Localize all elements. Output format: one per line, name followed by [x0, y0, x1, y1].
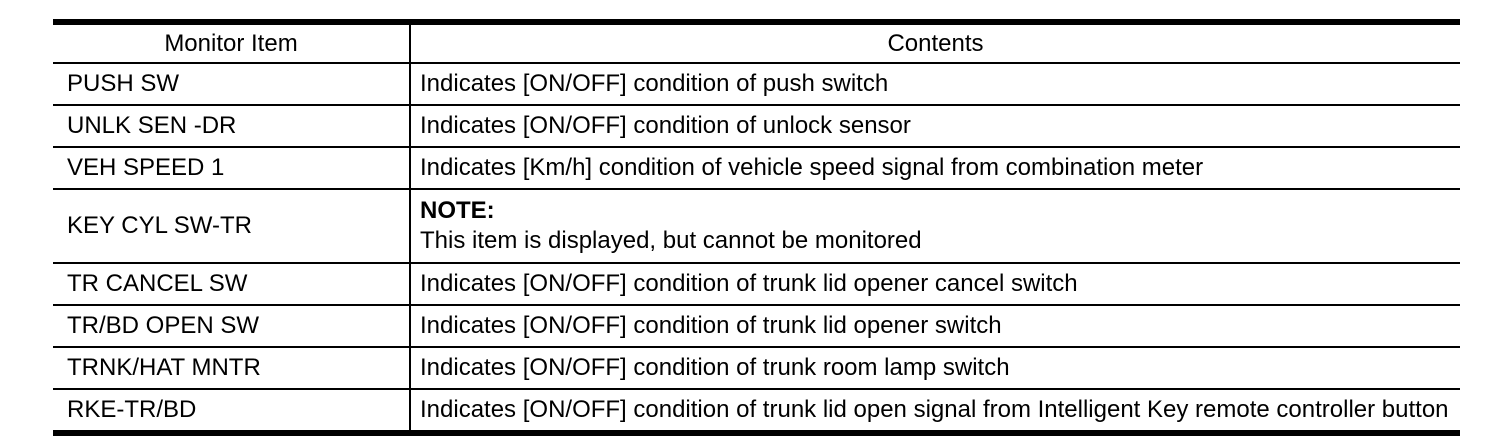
table-row: TRNK/HAT MNTR Indicates [ON/OFF] conditi…	[53, 347, 1460, 390]
table-row: UNLK SEN -DR Indicates [ON/OFF] conditio…	[53, 105, 1460, 148]
contents-cell: Indicates [ON/OFF] condition of trunk li…	[410, 305, 1460, 348]
table-row-note: KEY CYL SW-TR NOTE: This item is display…	[53, 189, 1460, 264]
monitor-item-cell: TRNK/HAT MNTR	[53, 347, 411, 390]
monitor-item-cell: TR CANCEL SW	[53, 263, 411, 306]
contents-cell-note: NOTE: This item is displayed, but cannot…	[410, 189, 1460, 264]
contents-cell: Indicates [Km/h] condition of vehicle sp…	[410, 147, 1460, 190]
column-header-contents: Contents	[410, 22, 1460, 64]
contents-cell: Indicates [ON/OFF] condition of trunk ro…	[410, 347, 1460, 390]
column-header-monitor-item: Monitor Item	[53, 22, 411, 64]
monitor-item-cell: UNLK SEN -DR	[53, 105, 411, 148]
contents-cell: Indicates [ON/OFF] condition of trunk li…	[410, 389, 1460, 434]
monitor-item-cell: TR/BD OPEN SW	[53, 305, 411, 348]
monitor-item-table: Monitor Item Contents PUSH SW Indicates …	[53, 19, 1460, 436]
monitor-item-cell: RKE-TR/BD	[53, 389, 411, 434]
monitor-item-cell: VEH SPEED 1	[53, 147, 411, 190]
monitor-item-cell: KEY CYL SW-TR	[53, 189, 411, 264]
table-header-row: Monitor Item Contents	[53, 22, 1460, 64]
monitor-item-cell: PUSH SW	[53, 63, 411, 106]
contents-cell: Indicates [ON/OFF] condition of unlock s…	[410, 105, 1460, 148]
table-row: TR CANCEL SW Indicates [ON/OFF] conditio…	[53, 263, 1460, 306]
contents-cell: Indicates [ON/OFF] condition of trunk li…	[410, 263, 1460, 306]
table-row: RKE-TR/BD Indicates [ON/OFF] condition o…	[53, 389, 1460, 434]
table-row: VEH SPEED 1 Indicates [Km/h] condition o…	[53, 147, 1460, 190]
note-text: This item is displayed, but cannot be mo…	[420, 227, 922, 254]
note-label: NOTE:	[420, 197, 495, 224]
table-row: PUSH SW Indicates [ON/OFF] condition of …	[53, 63, 1460, 106]
contents-cell: Indicates [ON/OFF] condition of push swi…	[410, 63, 1460, 106]
table-row: TR/BD OPEN SW Indicates [ON/OFF] conditi…	[53, 305, 1460, 348]
